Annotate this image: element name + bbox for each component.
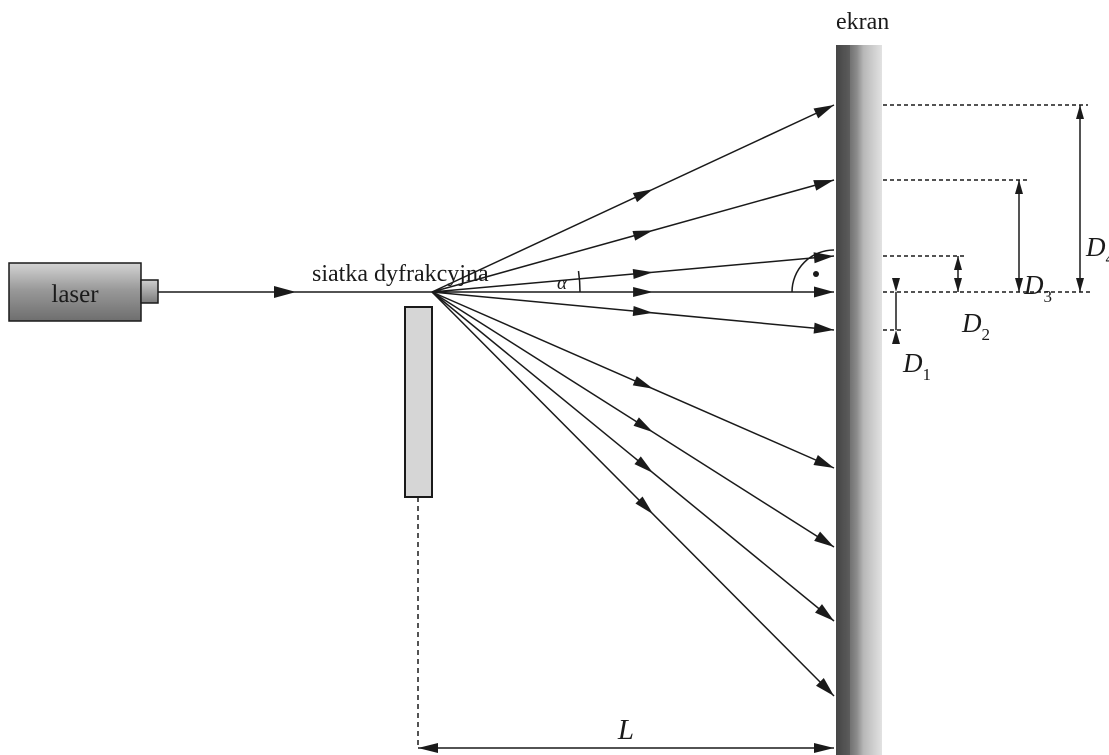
dimension-label-D4: D4 [1085,232,1109,268]
diffracted-ray [431,291,835,469]
ray-arrowhead-end [813,180,834,191]
dimension-arrowhead-bottom [892,278,900,292]
diffracted-ray [431,104,835,293]
dimension-arrowhead-top [954,256,962,270]
distance-arrowhead-left [418,743,438,753]
ray-arrowhead-end [813,322,834,334]
diffracted-ray [431,179,835,293]
laser-body [8,262,142,322]
ray-arrowhead-mid [632,306,654,316]
laser-label: laser [51,281,99,308]
distance-dimension-line [418,743,834,753]
dimension-arrowhead-bottom [1076,278,1084,292]
right-angle-dot-icon [813,271,819,277]
angle-alpha-arc [577,270,581,293]
ray-arrowhead-end [814,531,834,547]
distance-label: L [617,714,634,746]
dimension-arrowhead-bottom [954,278,962,292]
ray-arrowhead-end [813,454,834,468]
ray-arrowhead-end [813,105,834,119]
dimension-D1: D1 [883,278,931,384]
ray-arrowhead-mid [632,189,654,203]
ray-arrowhead-mid [635,496,654,515]
dimension-arrowhead-top [892,330,900,344]
dimension-D2: D2 [883,255,990,344]
ray-arrowhead-mid [632,269,654,279]
screen [836,45,882,755]
dimension-label-D2: D2 [961,308,990,344]
dimension-arrowhead-top [1015,180,1023,194]
screen-face-shadow [836,45,850,755]
diffracted-ray [432,286,834,298]
diffraction-grating [404,306,433,498]
diffracted-ray [431,252,835,293]
diffracted-ray [431,291,835,334]
screen-label: ekran [836,9,889,35]
diffracted-ray [431,291,835,697]
incident-beam-arrowhead [274,286,296,298]
ray-arrowhead-mid [632,230,654,241]
dimension-label-D1: D1 [902,348,931,384]
angle-alpha-label: α [557,273,568,294]
laser-nozzle [140,279,159,304]
ray-arrowhead-end [815,677,834,696]
ray-arrowhead-end [814,286,834,298]
order-dimensions: D1 D2 D3 D4 [883,104,1109,384]
grating-label: siatka dyfrakcyjna [312,261,489,287]
ray-arrowhead-end [813,252,834,264]
ray-arrowhead-end [815,604,834,621]
ray-arrowhead-mid [634,456,654,473]
laser-device [8,262,159,322]
dimension-D4: D4 [883,104,1109,292]
right-angle-arc-icon [791,249,835,293]
diffracted-rays [431,104,835,697]
ray-arrowhead-mid [633,287,654,297]
dimension-D3: D3 [883,179,1052,306]
dimension-label-D3: D3 [1023,270,1052,306]
distance-arrowhead-right [814,743,834,753]
diffracted-ray [431,291,835,622]
ray-arrowhead-mid [632,376,654,389]
diffracted-ray [431,291,835,548]
dimension-arrowhead-top [1076,105,1084,119]
ray-arrowhead-mid [633,417,654,433]
dimension-arrowhead-bottom [1015,278,1023,292]
